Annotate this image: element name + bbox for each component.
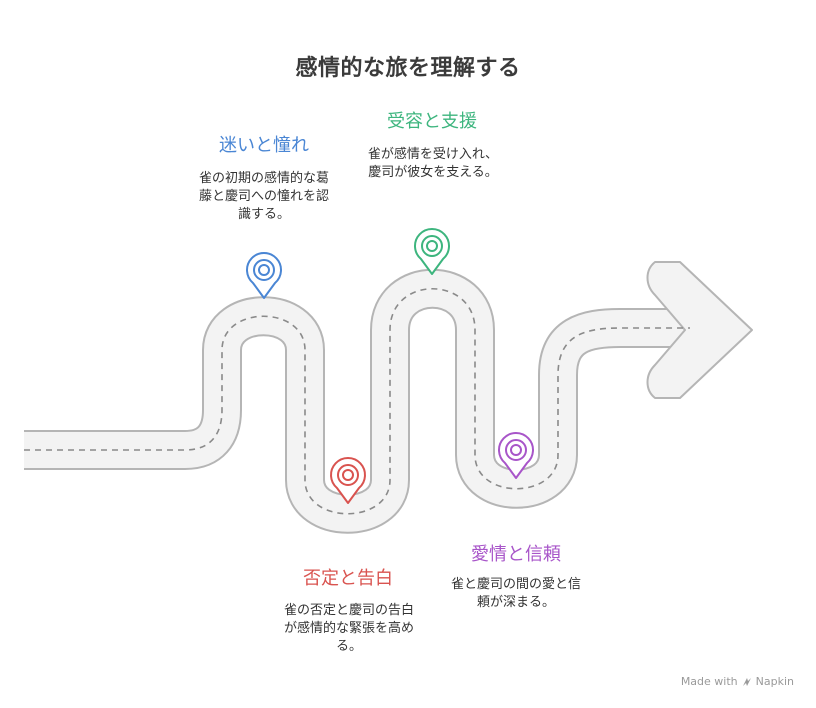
road-arrow-head	[646, 261, 753, 399]
stage1-title: 迷いと憧れ	[219, 135, 309, 156]
napkin-logo-icon	[742, 677, 751, 686]
stage1-pin-icon	[246, 252, 282, 299]
stage4-pin-icon	[498, 432, 534, 479]
stage2-description: 雀の否定と慶司の告白が感情的な緊張を高める。	[283, 603, 414, 654]
footer-attribution: Made with Napkin	[681, 675, 794, 688]
stage4-title: 愛情と信頼	[471, 544, 561, 565]
stage3-title: 受容と支援	[387, 111, 477, 132]
stage4-description: 雀と慶司の間の愛と信頼が深まる。	[450, 577, 581, 610]
footer-made-with: Made with	[680, 675, 738, 688]
diagram-title: 感情的な旅を理解する	[295, 56, 521, 81]
road-center-line	[24, 287, 690, 515]
stage2-pin-icon	[330, 457, 366, 504]
stage1-description: 雀の初期の感情的な葛藤と慶司への憧れを認識する。	[198, 171, 329, 222]
stage3-pin-icon	[414, 228, 450, 275]
stage2-title: 否定と告白	[303, 568, 393, 589]
footer-brand: Napkin	[755, 675, 794, 688]
stage3-description: 雀が感情を受け入れ、慶司が彼女を支える。	[367, 147, 499, 180]
